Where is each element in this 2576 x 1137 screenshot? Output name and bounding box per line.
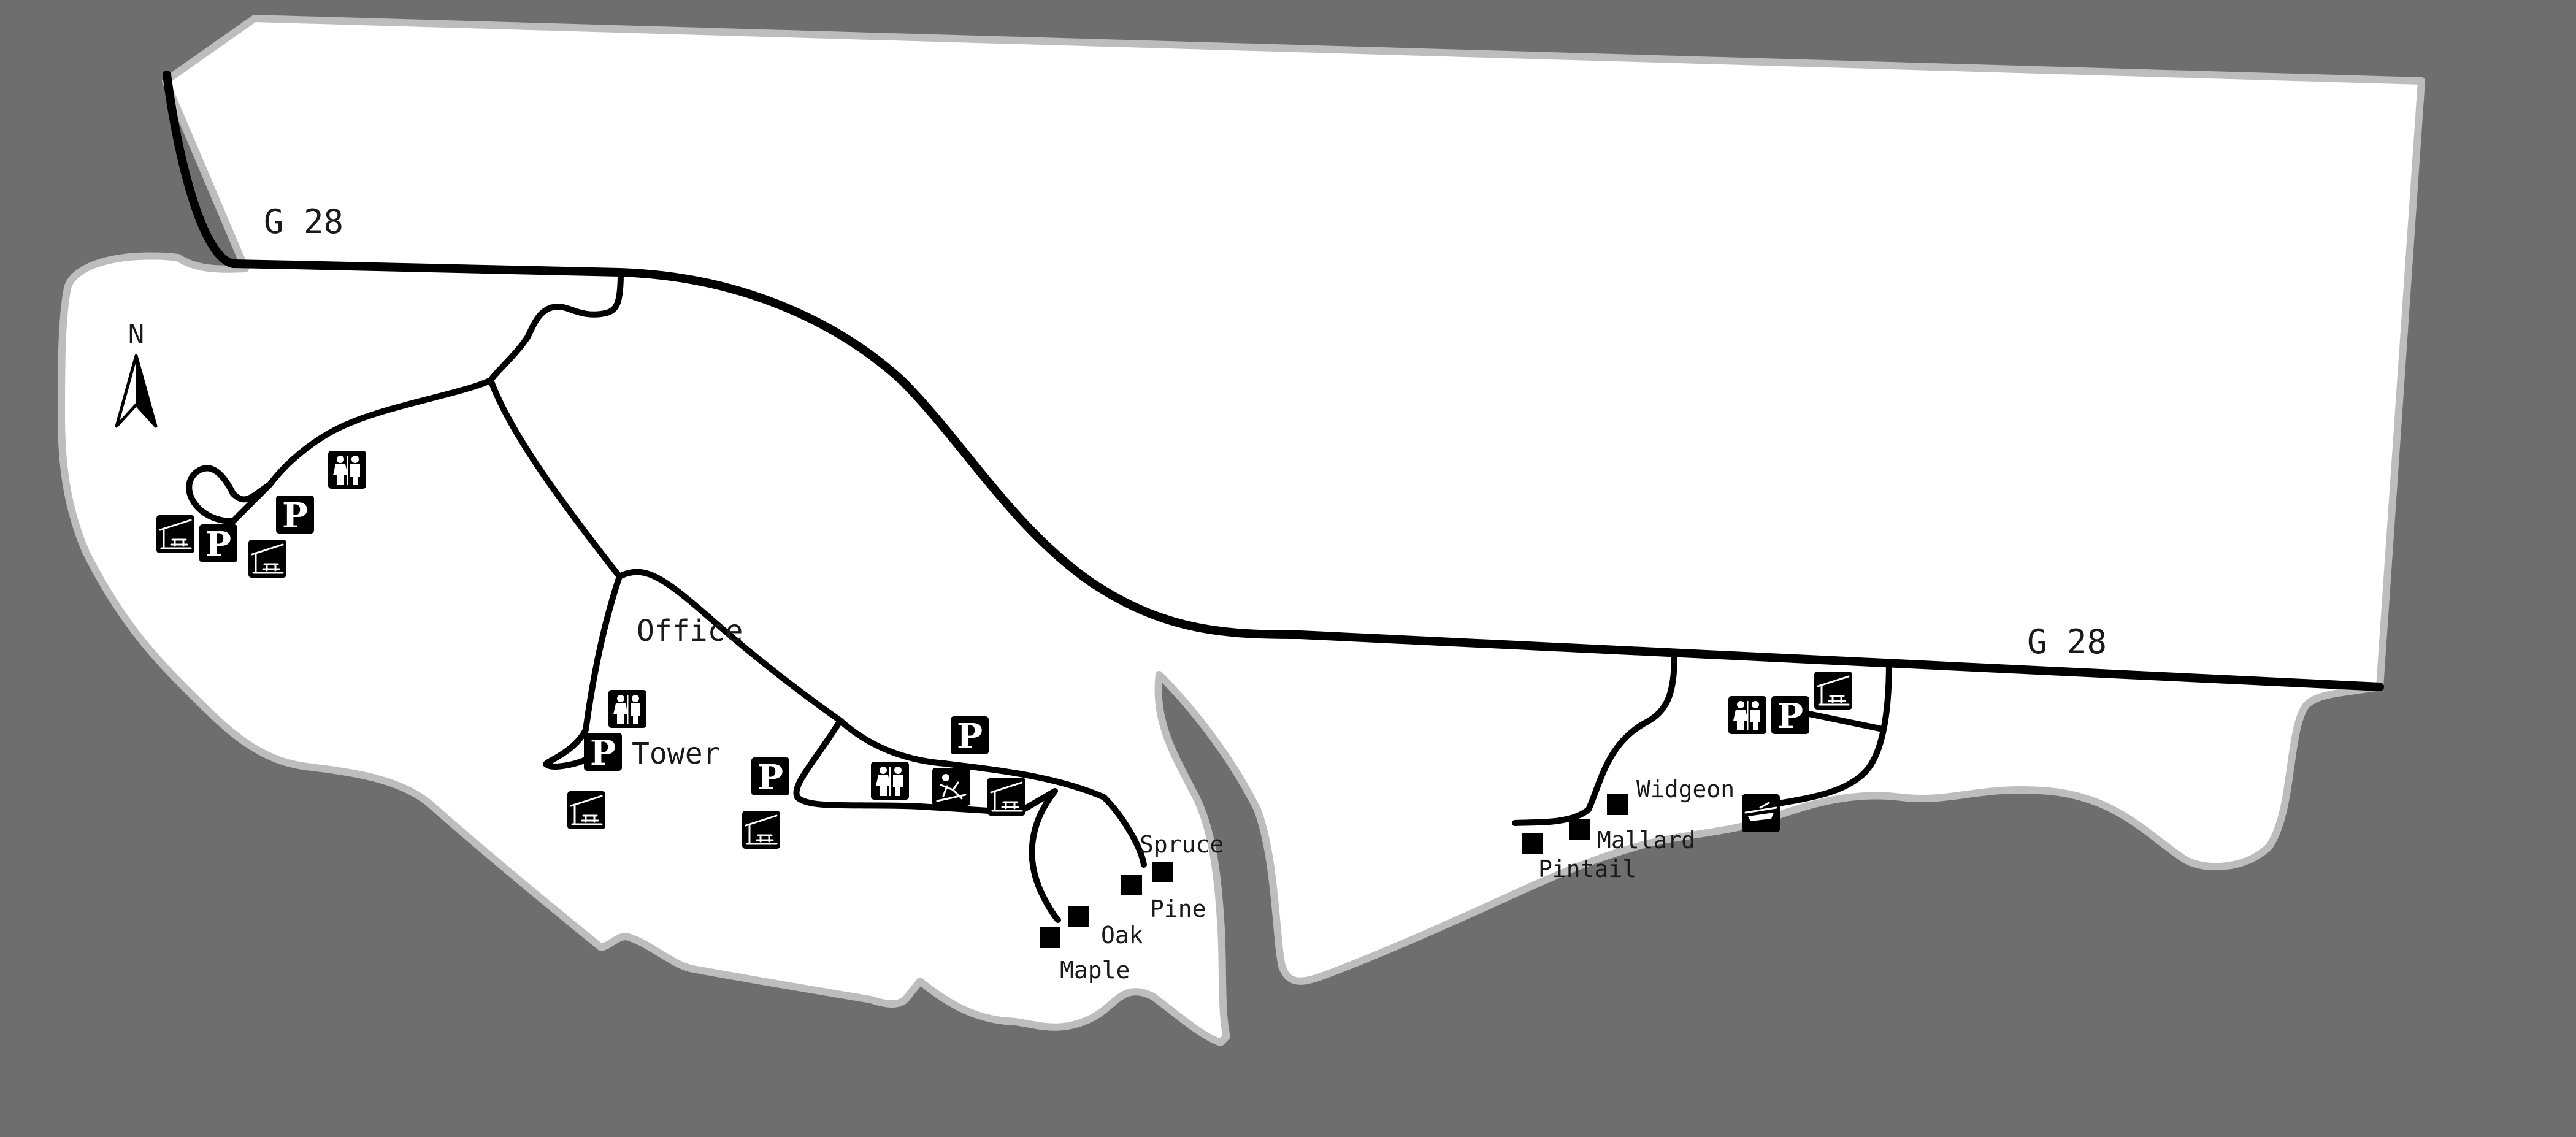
- picnic-shelter-icon: [155, 514, 196, 554]
- north-arrow-icon: [115, 354, 158, 428]
- playground-icon: [931, 767, 972, 807]
- svg-text:P: P: [590, 733, 616, 773]
- restroom-icon: [1728, 696, 1766, 734]
- picnic-shelter-icon: [566, 790, 607, 830]
- svg-text:P: P: [1777, 696, 1803, 737]
- campsite-marker-icon: [1040, 927, 1060, 948]
- restroom-icon: [328, 451, 366, 489]
- tower-label: Tower: [632, 737, 721, 771]
- oak-label: Oak: [1101, 922, 1143, 949]
- highway-g28: [163, 71, 2384, 691]
- svg-text:P: P: [957, 716, 983, 757]
- campsite-marker-icon: [1522, 833, 1543, 854]
- svg-text:P: P: [205, 524, 231, 565]
- maple-label: Maple: [1060, 957, 1130, 984]
- parking-icon: P: [584, 733, 622, 773]
- parking-icon: P: [276, 496, 314, 536]
- restroom-icon: [608, 690, 646, 728]
- mallard-label: Mallard: [1597, 827, 1695, 854]
- campsite-marker-icon: [1152, 862, 1173, 882]
- restroom-icon: [871, 762, 909, 800]
- spruce-label: Spruce: [1140, 831, 1224, 858]
- picnic-shelter-icon: [247, 538, 288, 579]
- picnic-shelter-icon: [1813, 670, 1853, 711]
- svg-text:P: P: [282, 496, 308, 536]
- parking-icon: P: [1771, 696, 1809, 737]
- campsite-marker-icon: [1068, 906, 1089, 927]
- highway-label-west: G 28: [264, 202, 343, 241]
- park-roads: [186, 270, 1892, 923]
- widgeon-label: Widgeon: [1636, 776, 1735, 803]
- picnic-shelter-icon: [741, 810, 781, 850]
- pintail-label: Pintail: [1538, 856, 1636, 882]
- parking-icon: P: [199, 524, 237, 565]
- campsite-marker-icon: [1569, 819, 1590, 840]
- svg-text:P: P: [757, 757, 783, 798]
- pine-label: Pine: [1150, 895, 1206, 922]
- office-label: Office: [637, 614, 743, 648]
- parking-icon: P: [951, 716, 989, 757]
- highway-label-east: G 28: [2027, 622, 2107, 661]
- parking-icon: P: [751, 757, 789, 798]
- north-label: N: [128, 319, 145, 350]
- picnic-shelter-icon: [986, 776, 1027, 817]
- campsite-marker-icon: [1607, 794, 1628, 815]
- campsite-marker-icon: [1121, 875, 1142, 895]
- boat-launch-icon: [1741, 793, 1781, 833]
